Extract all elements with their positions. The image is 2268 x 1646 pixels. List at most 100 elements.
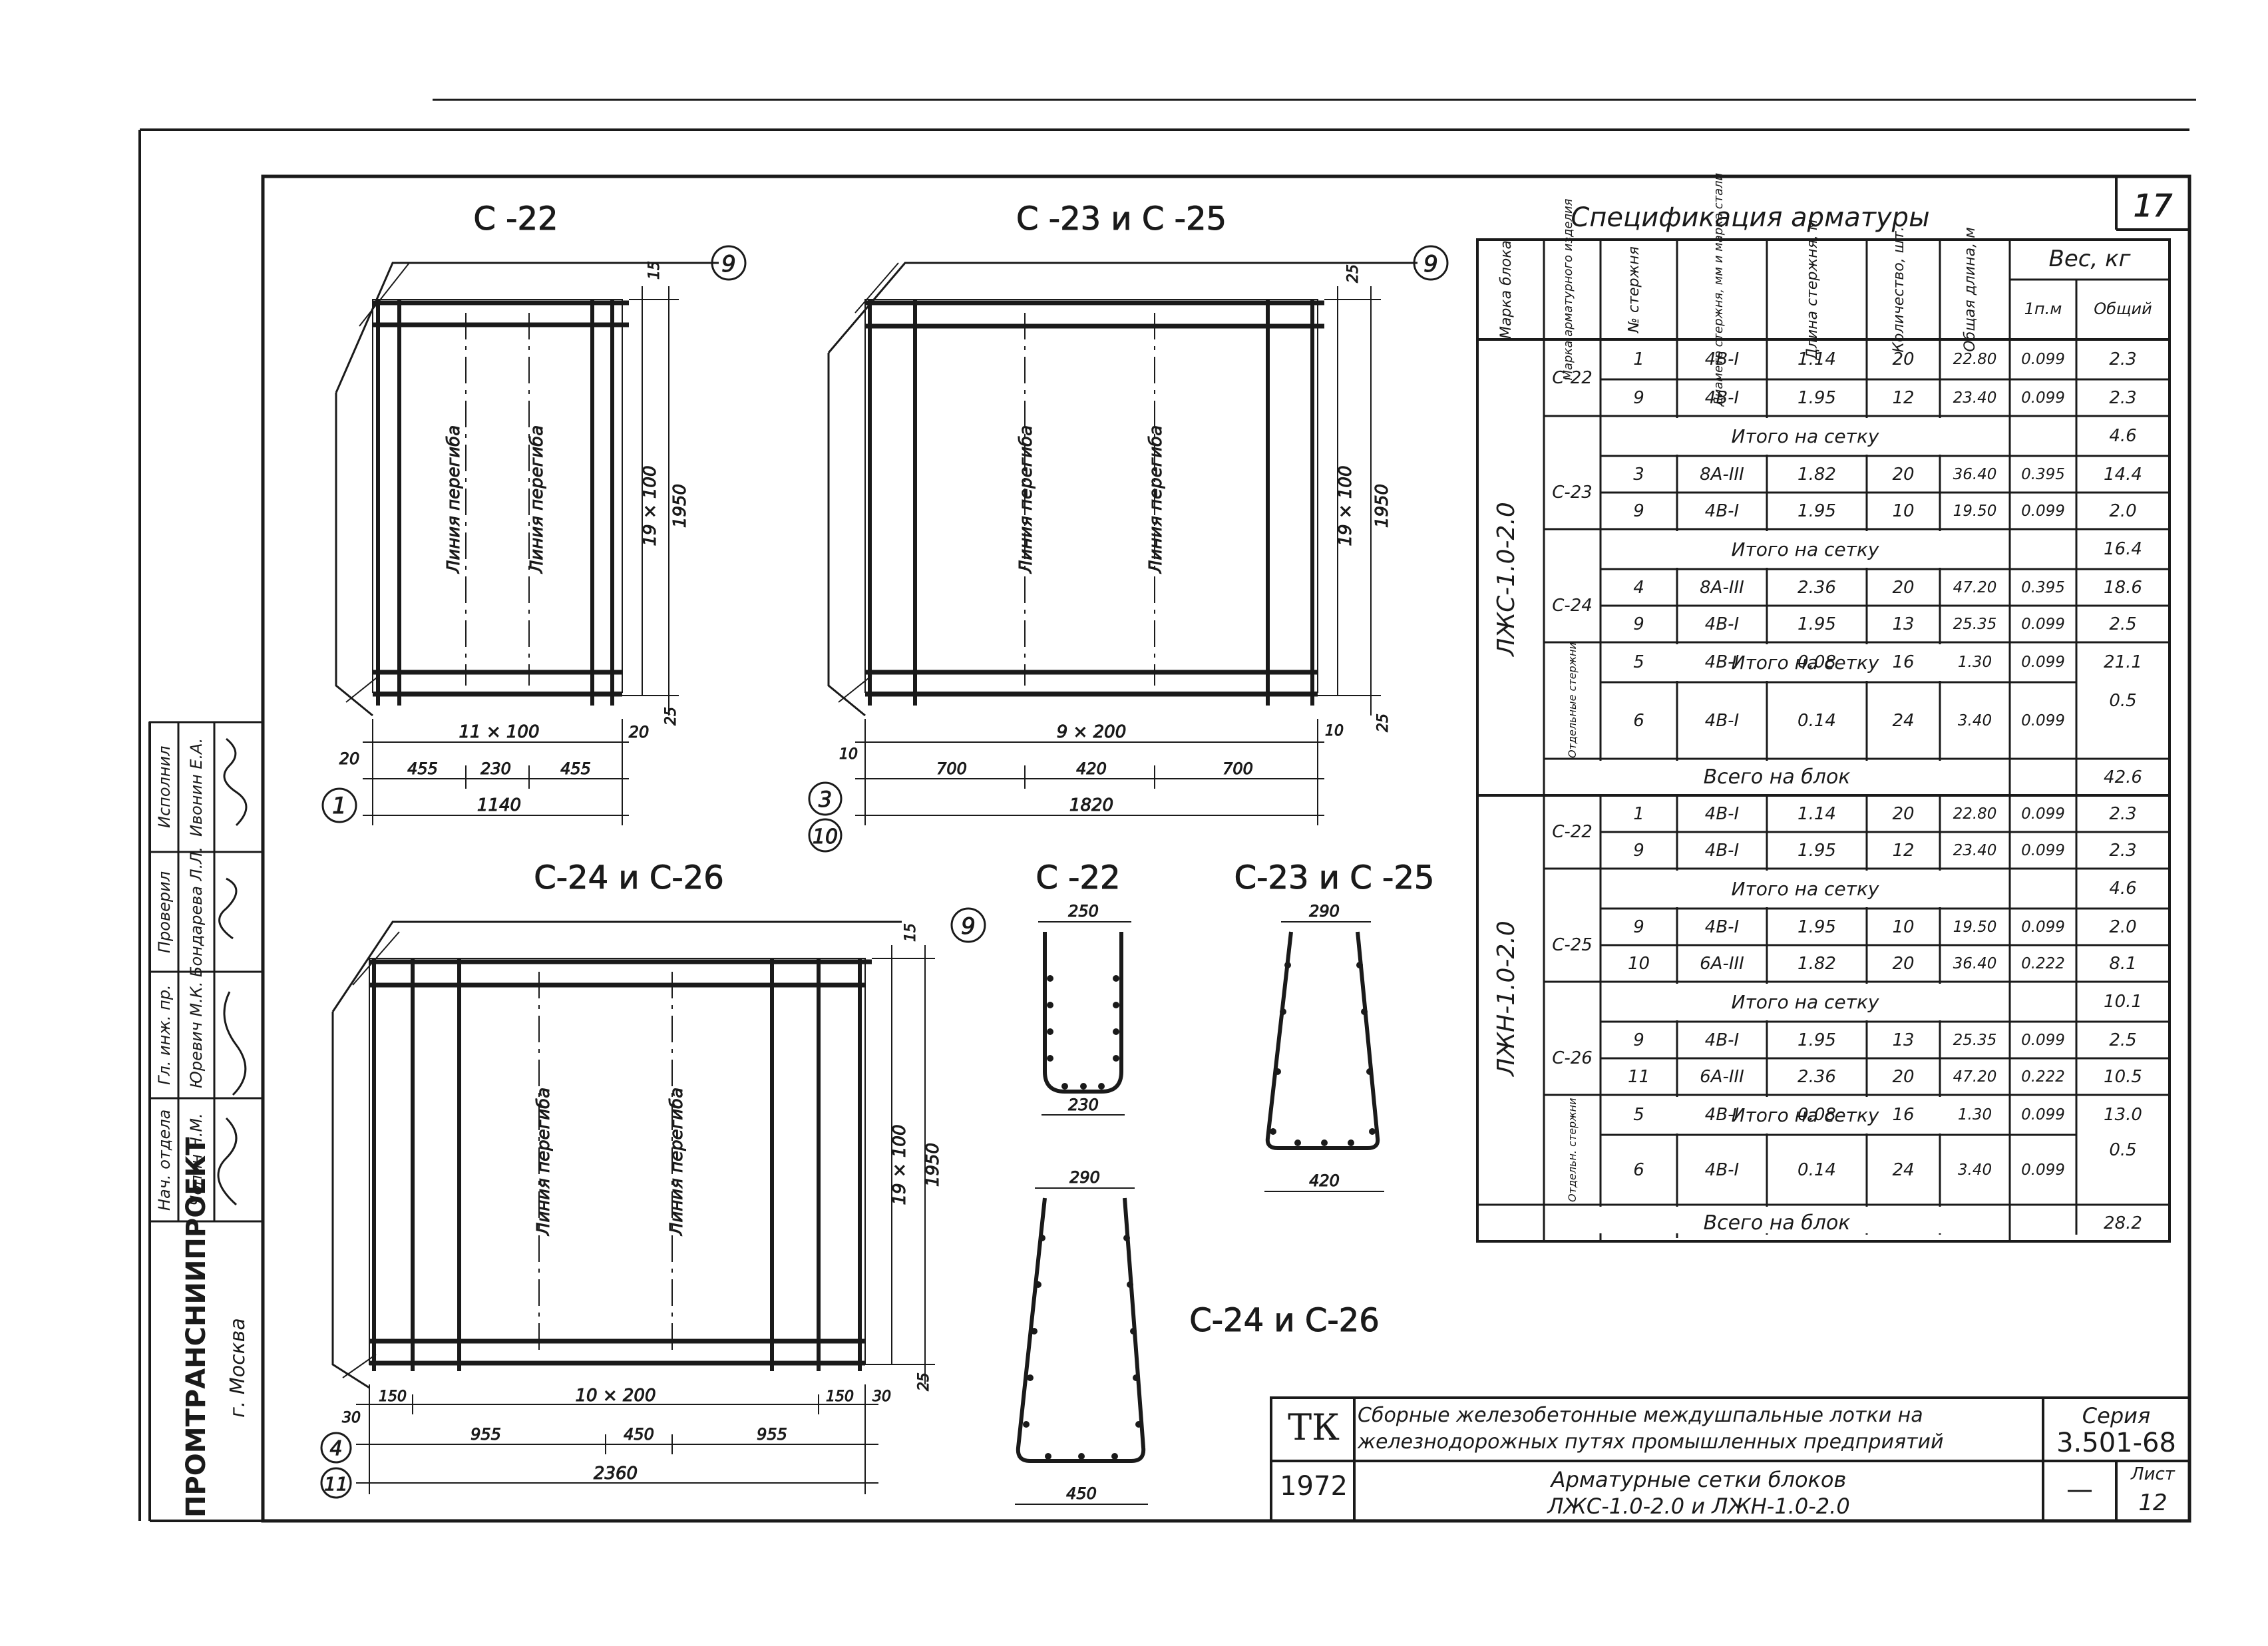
mesh-c22-dim-right: 20 <box>629 723 650 741</box>
cell-quantity: 20 <box>1892 577 1915 598</box>
mesh-c24-dim-vert-total: 1950 <box>923 1143 943 1187</box>
signature-name: Юревич М.К. <box>187 981 206 1089</box>
cell-bar-no: 9 <box>1633 501 1644 521</box>
cell-weight: 10.5 <box>2104 1066 2142 1087</box>
mesh-c23-callout: 9 <box>1423 251 1438 278</box>
mesh-c23-dim-a: 700 <box>936 759 967 778</box>
mesh-c22-dim-horiz-spacing: 11 × 100 <box>459 722 539 742</box>
cell-total-length: 47.20 <box>1953 578 1997 596</box>
cell-quantity: 12 <box>1892 840 1915 861</box>
cell-diameter: 4В-I <box>1704 840 1740 861</box>
mesh-c22-bend-line-2: Линия перегиба <box>527 425 547 574</box>
mesh-c24-dim-right: 150 <box>826 1388 854 1405</box>
cell-bar-no: 9 <box>1633 1030 1644 1050</box>
mesh-c22-drawing: С -22 9 1 <box>321 200 747 825</box>
cell-quantity: 10 <box>1892 501 1915 521</box>
cell-total-length: 22.80 <box>1953 351 1997 368</box>
mesh-c24-dim-out-left: 30 <box>342 1410 361 1426</box>
mesh-c22-dim-c: 455 <box>560 759 591 778</box>
cell-total-length: 25.35 <box>1953 615 1997 633</box>
org-name: ПРОМТРАНСНИИПРОЕКТ <box>181 1137 212 1518</box>
section-c23-title: С-23 и С -25 <box>1234 859 1435 897</box>
mesh-c22-dim-b: 230 <box>480 759 511 778</box>
cell-diameter: 4В-I <box>1704 803 1740 824</box>
cell-length: 1.95 <box>1797 917 1836 937</box>
block-total-label: Всего на блок <box>1703 765 1851 789</box>
cell-total-length: 22.80 <box>1953 805 1997 823</box>
title-dash: — <box>2066 1474 2093 1505</box>
hdr-bar-no: № стержня <box>1626 246 1642 333</box>
description-line-2: железнодорожных путях промышленных предп… <box>1358 1430 1944 1454</box>
cell-total-length: 3.40 <box>1957 712 1992 729</box>
cell-weight: 2.0 <box>2109 501 2137 521</box>
signature-block <box>148 721 264 1522</box>
mesh-c23-bend-line-2: Линия перегиба <box>1146 425 1166 574</box>
cell-total-length: 47.20 <box>1953 1068 1997 1086</box>
block-total-value: 42.6 <box>2104 767 2142 787</box>
mesh-c22-dim-top: 15 <box>646 261 663 280</box>
mesh-c22-dim-a: 455 <box>407 759 438 778</box>
signature-role: Гл. инж. пр. <box>155 984 174 1086</box>
subtotal-label: Итого на сетку <box>1731 1104 1879 1126</box>
mesh-c23-bend-line-1: Линия перегиба <box>1016 425 1036 574</box>
group-mark: Отдельные стержни <box>1566 642 1579 759</box>
subtotal-value: 21.1 <box>2104 652 2142 672</box>
cell-bar-no: 9 <box>1633 387 1644 408</box>
cell-length: 0.14 <box>1797 1159 1836 1180</box>
hdr-quantity: Количество, шт. <box>1891 226 1907 352</box>
mesh-c24-dim-a: 955 <box>471 1425 501 1444</box>
subtotal-label: Итого на сетку <box>1731 877 1879 900</box>
cell-diameter: 4В-I <box>1704 387 1740 408</box>
block2-name: ЛЖН-1.0-2.0 <box>1493 921 1520 1077</box>
cell-quantity: 16 <box>1892 1105 1915 1125</box>
cell-weight-per-m: 0.099 <box>2021 1031 2065 1049</box>
subtotal-label: Итого на сетку <box>1731 990 1879 1013</box>
group-mark: С-23 <box>1552 483 1593 503</box>
cell-quantity: 20 <box>1892 464 1915 485</box>
cell-bar-no: 5 <box>1633 1105 1644 1125</box>
cell-weight: 2.0 <box>2109 917 2137 937</box>
cell-diameter: 6А-III <box>1700 1066 1744 1087</box>
cell-diameter: 4В-I <box>1704 614 1740 634</box>
mesh-c24-drawing: 9 4 11 <box>320 907 986 1499</box>
sheet-number: 12 <box>2138 1490 2168 1516</box>
cell-weight-per-m: 0.099 <box>2021 654 2065 671</box>
mesh-c22-dim-left: 20 <box>339 749 360 768</box>
mesh-c24-dim-top: 15 <box>902 923 919 942</box>
mesh-c22-title: С -22 <box>473 200 558 238</box>
cell-length: 2.36 <box>1797 577 1836 598</box>
cell-weight-per-m: 0.099 <box>2021 1106 2065 1124</box>
mesh-c23-dim-left: 10 <box>839 746 858 763</box>
section-c24-bottom: 450 <box>1066 1484 1097 1503</box>
cell-diameter: 4В-I <box>1704 917 1740 937</box>
cell-weight: 18.6 <box>2104 577 2142 598</box>
cell-diameter: 4В-I <box>1704 501 1740 521</box>
hdr-total-length: Общая длина, м <box>1962 227 1979 351</box>
group-mark: С-24 <box>1552 596 1593 616</box>
cell-quantity: 20 <box>1892 349 1915 369</box>
cell-weight: 2.3 <box>2109 840 2137 861</box>
group-mark: С-25 <box>1552 935 1593 955</box>
cell-weight-per-m: 0.099 <box>2021 918 2065 936</box>
section-c24-drawing <box>1015 1187 1148 1505</box>
cell-bar-no: 4 <box>1633 577 1644 598</box>
signature-role: Нач. отдела <box>155 1109 174 1211</box>
section-c23-top: 290 <box>1309 902 1340 921</box>
mesh-c23-dim-vert-total: 1950 <box>1372 484 1392 528</box>
cell-total-length: 36.40 <box>1953 954 1997 972</box>
mesh-c23-dim-right: 10 <box>1325 723 1344 739</box>
cell-weight-per-m: 0.099 <box>2021 841 2065 859</box>
mesh-c24-callout: 9 <box>961 913 976 940</box>
signature-name: Бондарева Л.Л. <box>187 847 206 977</box>
year-label: 1972 <box>1280 1471 1348 1502</box>
section-c23-bottom: 420 <box>1309 1171 1340 1190</box>
title-description: Сборные железобетонные междушпальные лот… <box>1358 1402 2040 1456</box>
cell-bar-no: 9 <box>1633 614 1644 634</box>
mesh-c22-dim-vert-spacing: 19 × 100 <box>640 465 660 546</box>
mesh-c24-dim-total: 2360 <box>594 1464 638 1484</box>
signature-role: Проверил <box>155 871 174 953</box>
mesh-c22-bend-line-1: Линия перегиба <box>444 425 464 574</box>
cell-total-length: 25.35 <box>1953 1031 1997 1049</box>
cell-length: 1.95 <box>1797 840 1836 861</box>
cell-weight: 14.4 <box>2104 464 2142 485</box>
